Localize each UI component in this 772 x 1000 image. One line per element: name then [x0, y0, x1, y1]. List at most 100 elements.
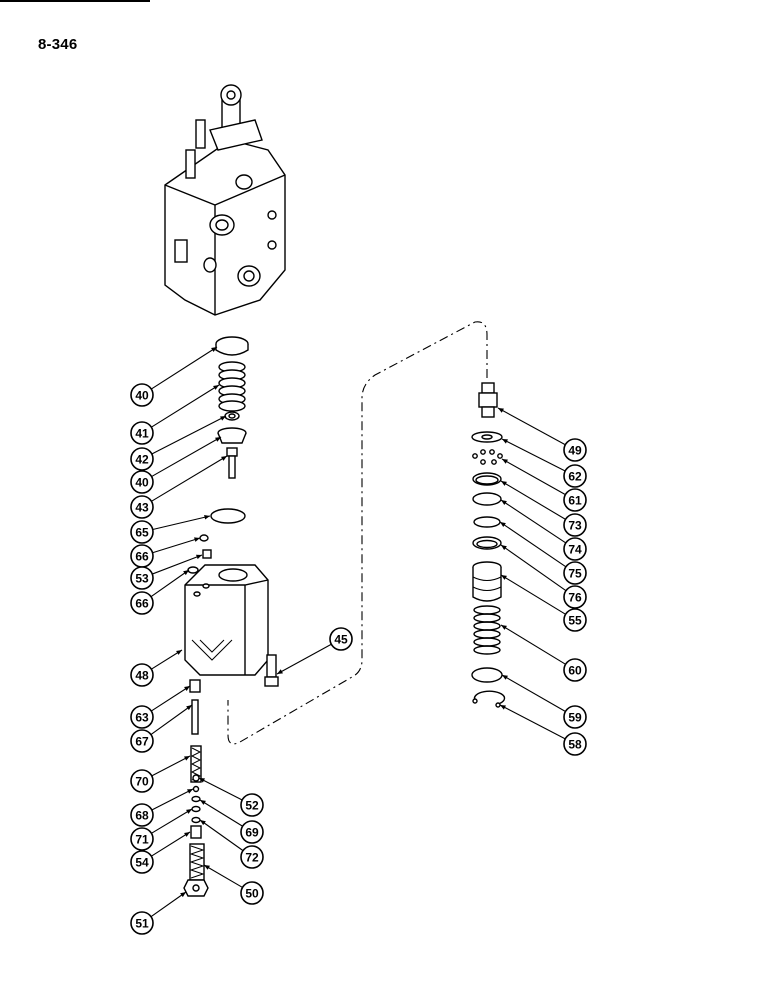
- callout-circle-76: [563, 585, 587, 609]
- callout-arrowhead-75: [500, 522, 506, 528]
- callout-leader-70: [151, 755, 191, 777]
- callout-label-66: 66: [135, 549, 149, 563]
- callout-leader-58: [499, 704, 566, 740]
- washer-part-42: [224, 411, 240, 421]
- callout-leader-50: [203, 864, 243, 888]
- callout-arrowhead-71: [186, 809, 192, 814]
- callout-arrowhead-51: [180, 892, 186, 898]
- callout-circle-58: [563, 732, 587, 756]
- callout-arrowhead-61: [502, 459, 508, 464]
- plug-part-53: [202, 549, 212, 559]
- callout-label-49: 49: [568, 443, 582, 457]
- callout-circle-60: [563, 658, 587, 682]
- callout-leader-72: [199, 819, 244, 852]
- callout-leader-62: [501, 438, 566, 472]
- callout-label-40: 40: [135, 475, 149, 489]
- callout-arrowhead-74: [501, 500, 507, 505]
- spring-part-50: [189, 843, 205, 881]
- callout-arrowhead-55: [501, 575, 507, 580]
- callout-label-66: 66: [135, 596, 149, 610]
- callout-leader-67: [150, 704, 193, 736]
- callout-arrowhead-66: [183, 570, 189, 576]
- snap-ring-part-58: [472, 690, 506, 708]
- callout-leader-76: [500, 544, 567, 592]
- callout-label-55: 55: [568, 613, 582, 627]
- callout-circle-62: [563, 464, 587, 488]
- callout-leader-63: [150, 685, 191, 712]
- callout-arrowhead-70: [184, 756, 190, 761]
- callout-label-62: 62: [568, 469, 582, 483]
- callout-circle-72: [240, 845, 264, 869]
- callout-leader-65: [152, 515, 211, 531]
- callout-circle-42: [130, 447, 154, 471]
- callout-label-75: 75: [568, 566, 582, 580]
- bolt-part-43: [226, 447, 238, 479]
- washer-part-62: [471, 431, 503, 443]
- callout-leader-42: [151, 415, 227, 455]
- callout-circle-52: [240, 793, 264, 817]
- balls-part-61: [472, 449, 503, 465]
- callout-arrowhead-53: [196, 554, 202, 560]
- assembly-dashed-line: [227, 321, 488, 745]
- callout-circle-40: [130, 383, 154, 407]
- callout-arrowhead-52: [199, 778, 205, 783]
- callout-arrowhead-63: [184, 686, 190, 691]
- callout-circle-75: [563, 561, 587, 585]
- callout-arrowhead-69: [200, 800, 206, 805]
- callout-circle-63: [130, 705, 154, 729]
- callout-arrowhead-58: [500, 705, 506, 710]
- ring-part-71: [191, 805, 201, 813]
- callout-arrowhead-59: [502, 675, 508, 680]
- callout-circle-48: [130, 663, 154, 687]
- callout-circle-71: [130, 827, 154, 851]
- callout-label-70: 70: [135, 774, 149, 788]
- callout-circle-61: [563, 488, 587, 512]
- callout-arrowhead-67: [186, 705, 192, 711]
- callout-label-69: 69: [245, 825, 259, 839]
- cap-part-40: [215, 336, 249, 356]
- callout-leader-43: [151, 455, 228, 502]
- callout-circle-73: [563, 513, 587, 537]
- o-ring-part-66: [199, 534, 209, 542]
- plug-part-54: [190, 825, 202, 839]
- callout-label-53: 53: [135, 571, 149, 585]
- callout-circle-66: [130, 591, 154, 615]
- callout-circle-43: [130, 495, 154, 519]
- o-ring-part-65: [210, 508, 246, 524]
- callout-label-51: 51: [135, 916, 149, 930]
- callout-circle-67: [130, 729, 154, 753]
- callout-leader-66: [150, 569, 190, 598]
- callout-label-74: 74: [568, 542, 582, 556]
- callout-label-40: 40: [135, 388, 149, 402]
- callout-label-41: 41: [135, 426, 149, 440]
- o-ring-part-66b: [187, 566, 199, 574]
- callout-circle-51: [130, 911, 154, 935]
- callout-circle-40: [130, 470, 154, 494]
- callout-label-68: 68: [135, 808, 149, 822]
- callout-leader-59: [501, 674, 566, 712]
- callout-circle-68: [130, 803, 154, 827]
- callout-label-67: 67: [135, 734, 149, 748]
- callout-leader-49: [497, 407, 566, 446]
- callout-label-72: 72: [245, 850, 259, 864]
- callout-arrowhead-65: [204, 514, 210, 520]
- callout-arrowhead-48: [176, 650, 182, 655]
- plunger-part-49: [478, 382, 498, 418]
- callout-leader-45: [276, 643, 332, 675]
- callout-leader-71: [151, 808, 193, 834]
- callout-arrowhead-40: [215, 437, 221, 442]
- callout-leader-74: [500, 499, 567, 544]
- callout-arrowhead-45: [277, 669, 283, 674]
- callout-circle-50: [240, 881, 264, 905]
- washer-part-68: [192, 785, 200, 793]
- callout-arrowhead-41: [213, 385, 219, 390]
- callout-circle-54: [130, 850, 154, 874]
- callout-label-71: 71: [135, 832, 149, 846]
- callout-leader-60: [500, 624, 566, 665]
- callout-leader-68: [151, 788, 194, 811]
- callout-circle-55: [563, 608, 587, 632]
- callout-label-76: 76: [568, 590, 582, 604]
- piston-part-55: [472, 561, 502, 602]
- callout-circle-41: [130, 421, 154, 445]
